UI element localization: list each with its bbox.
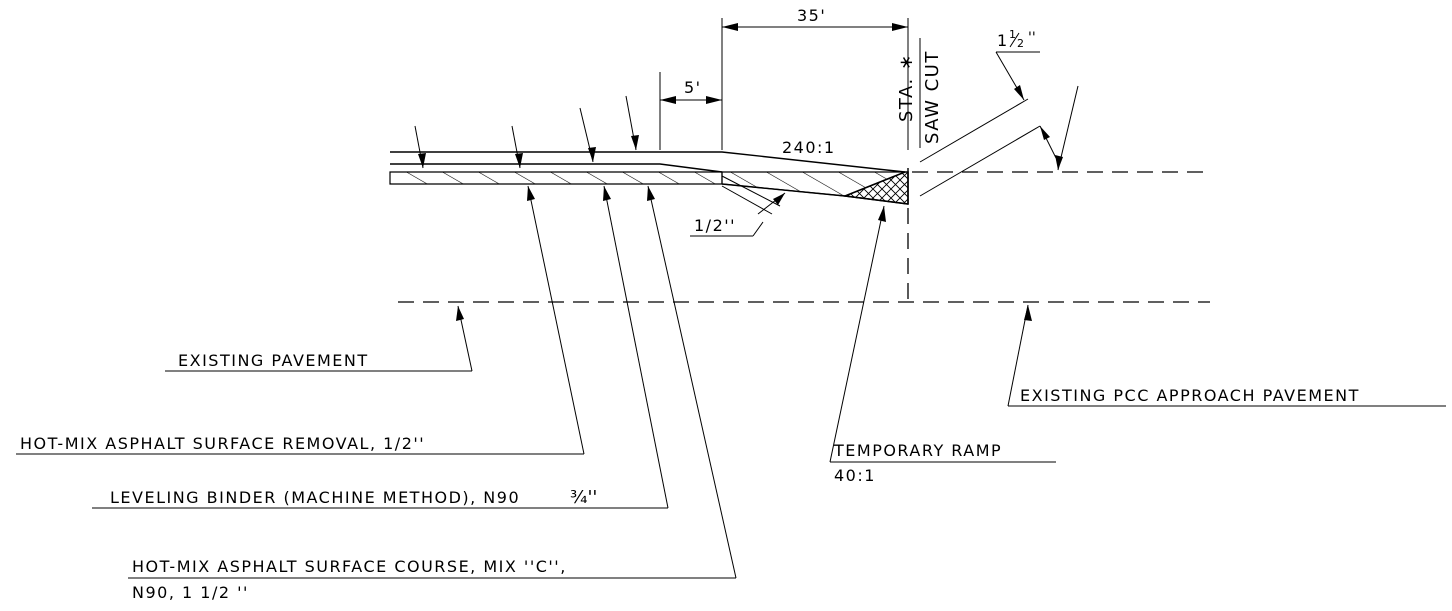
edge-depth-unit: ''	[1028, 30, 1036, 46]
existing-pavement-callout: EXISTING PAVEMENT	[165, 305, 473, 372]
station-label: STA. ∗	[896, 53, 917, 122]
dimension-5-label: 5'	[684, 78, 702, 97]
surface-removal-label: HOT-MIX ASPHALT SURFACE REMOVAL, 1/2''	[20, 434, 425, 453]
dimension-35-label: 35'	[797, 6, 826, 25]
joint-dimension: 1/2''	[690, 175, 786, 237]
saw-cut-label: SAW CUT	[922, 50, 943, 144]
reference-lines	[398, 18, 1210, 303]
edge-depth-dimension: 1 1 2 ''	[919, 28, 1079, 197]
pavement-section	[389, 151, 909, 205]
surface-course-callout: HOT-MIX ASPHALT SURFACE COURSE, MIX ''C'…	[128, 185, 737, 602]
leveling-binder-callout: LEVELING BINDER (MACHINE METHOD), N90 ¾'…	[92, 185, 669, 509]
leveling-binder-label: LEVELING BINDER (MACHINE METHOD), N90	[110, 488, 520, 507]
edge-depth-whole: 1	[997, 31, 1009, 50]
station-saw-cut: STA. ∗ SAW CUT	[896, 38, 943, 148]
dimension-35ft: 35'	[721, 6, 908, 150]
surface-course-label-line2: N90, 1 1/2 ''	[132, 583, 249, 602]
surface-course-top-line	[390, 151, 906, 173]
surface-course-label-line1: HOT-MIX ASPHALT SURFACE COURSE, MIX ''C'…	[132, 557, 567, 576]
leveling-binder-fraction: ¾''	[570, 487, 597, 508]
ramp-bottom-line	[721, 183, 909, 205]
existing-pcc-label: EXISTING PCC APPROACH PAVEMENT	[1020, 386, 1360, 405]
existing-pavement-label: EXISTING PAVEMENT	[178, 351, 369, 370]
joint-depth-label: 1/2''	[694, 216, 736, 235]
binder-top-line	[390, 163, 723, 173]
temporary-ramp-slope: 40:1	[834, 466, 876, 485]
temporary-ramp-callout: TEMPORARY RAMP 40:1	[829, 205, 1056, 485]
dimension-5ft: 5'	[659, 72, 722, 150]
thickness-arrows	[414, 95, 639, 169]
temporary-ramp-label: TEMPORARY RAMP	[833, 441, 1002, 460]
surface-removal-callout: HOT-MIX ASPHALT SURFACE REMOVAL, 1/2''	[16, 185, 585, 455]
leveling-binder-hatch	[389, 171, 723, 185]
slope-240-label: 240:1	[782, 138, 836, 157]
edge-depth-num: 1	[1009, 28, 1016, 41]
edge-depth-den: 2	[1017, 37, 1024, 50]
existing-pcc-callout: EXISTING PCC APPROACH PAVEMENT	[1007, 304, 1446, 407]
